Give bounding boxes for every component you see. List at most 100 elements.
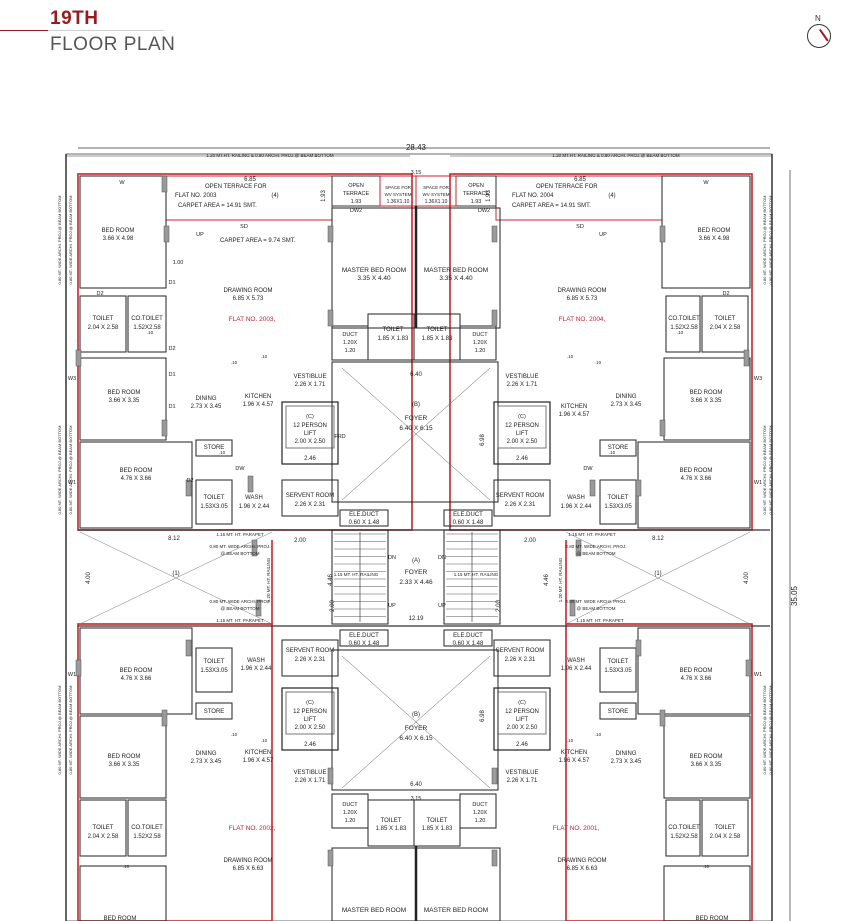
projection-note: 0.80 MT. WIDE ARCHI. PROJ. — [209, 599, 270, 604]
corridor-diagonal — [79, 531, 273, 625]
foyer-diagonal — [341, 655, 491, 789]
dim-10: .10 — [567, 354, 574, 359]
dim-10: .10 — [703, 864, 710, 869]
lift-label: 12 PERSON — [505, 423, 539, 429]
flat-2001-label: FLAT NO. 2001, — [553, 825, 600, 832]
column — [185, 639, 192, 657]
room-name: BED ROOM — [680, 668, 713, 674]
room-name: DRAWING ROOM — [557, 858, 606, 864]
duct-dim: 1.20 — [475, 818, 486, 824]
co-toilet — [127, 295, 167, 353]
lift-tl — [281, 401, 339, 465]
store-label: STORE — [608, 445, 629, 451]
room-name: VESTIBLUE — [505, 374, 538, 380]
room-name: SERVENT ROOM — [496, 493, 544, 499]
duct-label: ELE.DUCT — [453, 512, 483, 518]
projection-note: @ BEAM BOTTOM — [577, 606, 616, 611]
toilet-dim: 1.85 X 1.83 — [422, 826, 453, 832]
dim-10: .10 — [231, 732, 238, 737]
foyer-a-tag: (A) — [412, 558, 420, 564]
toilet — [701, 799, 749, 857]
foyer-b-bottom — [331, 649, 499, 791]
window-tag: W3 — [754, 376, 762, 382]
store-label: STORE — [204, 445, 225, 451]
bed-room — [79, 865, 167, 921]
toilet-dim: 1.85 X 1.83 — [422, 336, 453, 342]
servent-room — [493, 479, 551, 517]
toilet-dim: 1.53X3.05 — [604, 504, 632, 510]
dim-4-46: 4.46 — [544, 574, 550, 586]
co-toilet-dim: 1.52X2.58 — [670, 325, 698, 331]
dim-4-00: 4.00 — [744, 572, 750, 584]
railing-note: 1.15 MT. HT. RAILING — [334, 572, 379, 577]
dim-1-93: 1.93 — [321, 190, 327, 202]
store — [599, 439, 637, 457]
column — [491, 225, 498, 243]
toilet — [79, 799, 127, 857]
duct-dim: 1.20 — [345, 818, 356, 824]
dim-2-00: 2.00 — [496, 600, 502, 612]
column — [569, 599, 576, 617]
co-toilet-label: CO.TOILET — [668, 316, 700, 322]
foyer-label: FOYER — [405, 415, 428, 422]
terrace-flat-label: FLAT NO. 2004 — [512, 193, 554, 199]
dim-10: .10 — [261, 354, 268, 359]
door-tag: DW2 — [478, 208, 490, 214]
room-dim: 1.96 X 4.57 — [559, 412, 590, 418]
co-toilet-label: CO.TOILET — [131, 825, 163, 831]
marker-1: (1) — [172, 571, 179, 577]
page-header: 19TH FLOOR PLAN N — [0, 0, 859, 70]
column — [327, 767, 334, 785]
column — [327, 225, 334, 243]
side-projection-note: 0.80 MT. WIDE ARCHI. PROJ.@ BEAM BOTTOM — [57, 686, 62, 775]
bed-room — [663, 865, 751, 921]
column — [635, 479, 642, 497]
parapet-note: 1.15 MT. HT. PARAPET — [216, 618, 263, 623]
room-dim: 3.66 X 4.98 — [103, 236, 134, 242]
column — [255, 599, 262, 617]
marker-4: (4) — [271, 193, 278, 199]
duct-dim: 1.20X — [473, 810, 488, 816]
toilet — [599, 647, 637, 693]
open-label: OPEN — [468, 183, 484, 189]
wash-label: WASH — [567, 495, 585, 501]
toilet-dim: 2.04 X 2.58 — [88, 325, 119, 331]
wv-label: WV SYSTEM — [422, 192, 449, 197]
flat-2001-outline — [565, 623, 753, 921]
column — [251, 539, 258, 557]
dim-10: .10 — [609, 450, 616, 455]
column — [659, 225, 666, 243]
wv-label: SPACE FOR — [423, 185, 449, 190]
dim-4-46: 4.46 — [328, 574, 334, 586]
duct-dim: 1.20X — [343, 340, 358, 346]
door-tag: D1 — [168, 372, 175, 378]
room-dim: 1.96 X 4.57 — [559, 758, 590, 764]
lift-dim: 2.00 X 2.50 — [507, 439, 538, 445]
lift-tag: (C) — [306, 700, 314, 706]
window-tag: W1 — [754, 480, 762, 486]
co-toilet-dim: 1.52X2.58 — [670, 834, 698, 840]
duct-dim: 0.60 X 1.48 — [349, 520, 380, 526]
duct-tr — [459, 325, 497, 361]
duct-dim: 1.20X — [473, 340, 488, 346]
room-name: DINING — [616, 751, 637, 757]
toilet-dim: 2.04 X 2.58 — [88, 834, 119, 840]
projection-note: 0.80 MT. WIDE ARCHI. PROJ. — [565, 544, 626, 549]
room-dim: 2.26 X 1.71 — [507, 382, 538, 388]
column — [745, 659, 752, 677]
dim-6-85: 6.85 — [574, 177, 586, 183]
lift-label: 12 PERSON — [293, 709, 327, 715]
co-toilet-dim: 1.52X2.58 — [133, 834, 161, 840]
stair-up: UP — [388, 603, 396, 609]
room-name: MASTER BED ROOM — [342, 907, 406, 914]
room-name: SERVENT ROOM — [496, 648, 544, 654]
column — [75, 349, 82, 367]
bed-room — [79, 715, 167, 799]
room-name: BED ROOM — [120, 468, 153, 474]
lift-label: LIFT — [516, 431, 529, 437]
room-name: DRAWING ROOM — [223, 288, 272, 294]
wash-dim: 1.96 X 2.44 — [241, 666, 272, 672]
dim-4-00: 4.00 — [86, 572, 92, 584]
